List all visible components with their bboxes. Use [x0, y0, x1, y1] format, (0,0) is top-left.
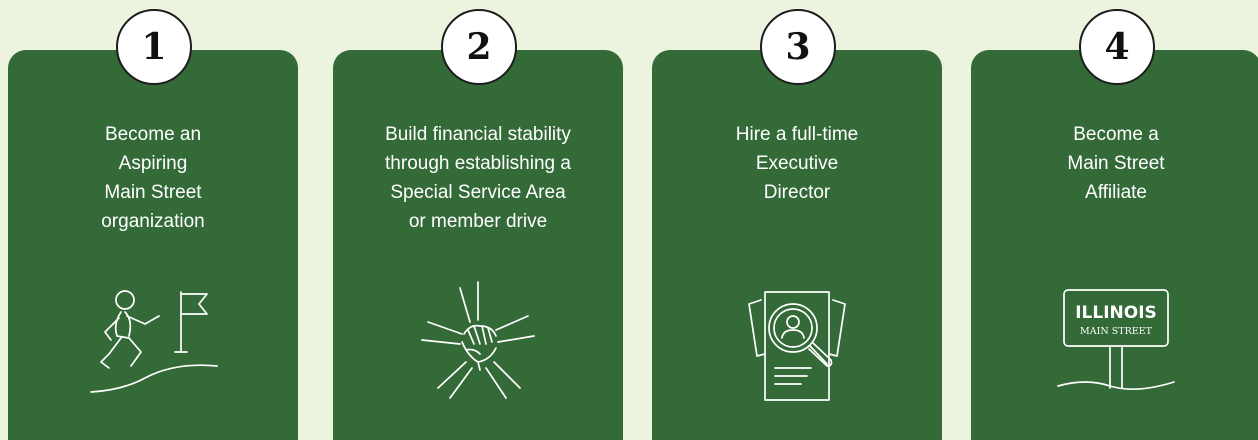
step-description: Become an Aspiring Main Street organizat…: [8, 120, 298, 236]
step-description-line: Affiliate: [1085, 182, 1147, 203]
step-number-badge: 2: [441, 9, 517, 85]
step-description-line: through establishing a: [385, 153, 571, 174]
step-description-line: or member drive: [408, 211, 548, 232]
step-description-line: Hire a full-time: [735, 124, 859, 145]
step-card-2: 2 Build financial stability through esta…: [333, 9, 623, 440]
step-number-badge: 3: [760, 9, 836, 85]
step-card-4: 4 Become a Main Street Affiliate ILLINOI…: [971, 9, 1258, 440]
step-number-badge: 4: [1079, 9, 1155, 85]
stacked-hands-icon: [408, 270, 548, 410]
step-description: Hire a full-time Executive Director: [652, 120, 942, 207]
step-description-line: Special Service Area: [390, 182, 566, 203]
step-description-line: Main Street: [1067, 153, 1165, 174]
step-card-1: 1 Become an Aspiring Main Street organiz…: [8, 9, 298, 440]
climber-flag-icon: [83, 270, 223, 410]
step-description-line: Aspiring: [118, 153, 188, 174]
step-description-line: Main Street: [104, 182, 202, 203]
illinois-main-street-sign-icon: ILLINOIS MAIN STREET: [1046, 270, 1186, 410]
step-description: Build financial stability through establ…: [333, 120, 623, 236]
step-description-line: organization: [101, 211, 205, 232]
step-number-badge: 1: [116, 9, 192, 85]
step-description-line: Executive: [755, 153, 839, 174]
step-description-line: Director: [763, 182, 831, 203]
step-card-3: 3 Hire a full-time Executive Director: [652, 9, 942, 440]
step-description-line: Become an: [104, 124, 202, 145]
step-description: Become a Main Street Affiliate: [971, 120, 1258, 207]
step-description-line: Build financial stability: [385, 124, 571, 145]
step-description-line: Become a: [1073, 124, 1159, 145]
sign-title: ILLINOIS: [1075, 303, 1157, 323]
resume-search-icon: [727, 270, 867, 410]
sign-subtitle: MAIN STREET: [1080, 326, 1153, 337]
